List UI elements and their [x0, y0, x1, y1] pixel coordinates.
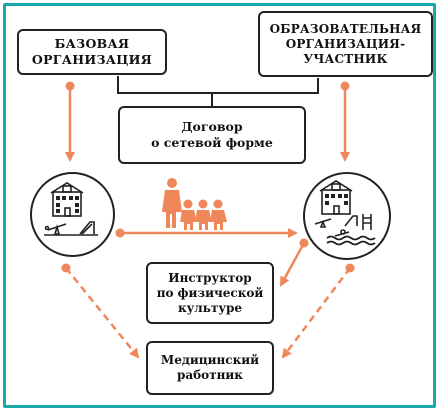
medical-worker-box: Медицинский работник	[146, 341, 274, 395]
left-medical-dot	[61, 263, 71, 273]
participant-arrow-dot	[340, 81, 350, 91]
left-right-arrow-dot	[115, 228, 125, 238]
participant-organization-box: ОБРАЗОВАТЕЛЬНАЯ ОРГАНИЗАЦИЯ- УЧАСТНИК	[258, 11, 433, 77]
contract-bracket	[117, 76, 319, 94]
left-to-medical-arrow	[65, 267, 140, 359]
base-organization-box: БАЗОВАЯ ОРГАНИЗАЦИЯ	[17, 29, 167, 75]
people-group-icon	[162, 178, 227, 230]
diagram-frame	[3, 3, 436, 408]
school-playground-pool-icon	[314, 180, 376, 246]
network-contract-box: Договор о сетевой форме	[118, 106, 306, 164]
pe-instructor-box: Инструктор по физической культуре	[146, 262, 274, 324]
participant-school-circle	[303, 172, 391, 260]
base-arrow-dot	[65, 81, 75, 91]
right-to-medical-arrow	[281, 267, 351, 359]
school-playground-icon	[44, 182, 98, 236]
right-medical-dot	[345, 263, 355, 273]
right-to-instructor-arrow	[279, 242, 306, 287]
right-instructor-dot	[299, 238, 309, 248]
base-school-circle	[30, 172, 115, 257]
